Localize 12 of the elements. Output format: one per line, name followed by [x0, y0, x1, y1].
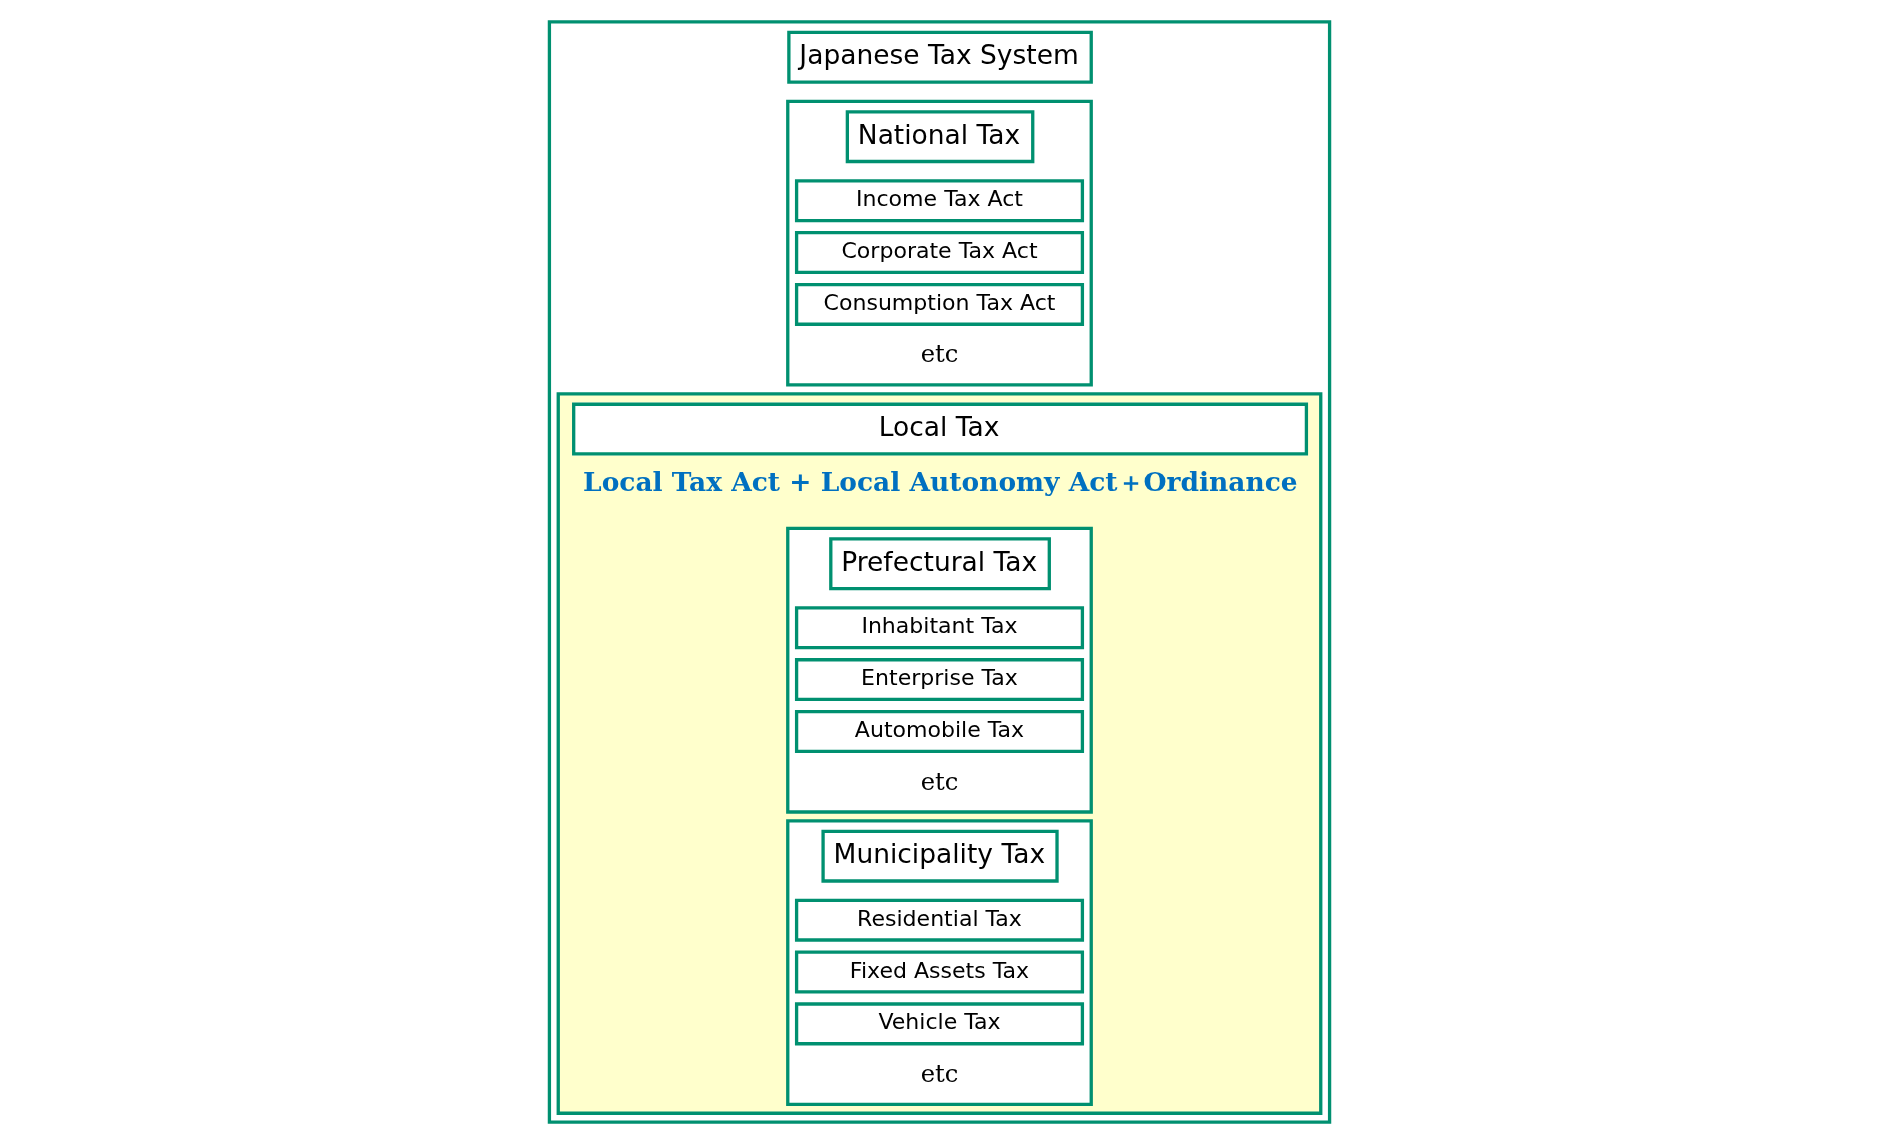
node-box: Fixed Assets Tax — [794, 950, 1084, 994]
node-box: Corporate Tax Act — [794, 231, 1084, 275]
node-box: Consumption Tax Act — [794, 282, 1084, 326]
node-label: etc — [920, 1058, 958, 1088]
node-box: Vehicle Tax — [794, 1002, 1084, 1046]
node-box: Inhabitant Tax — [794, 606, 1084, 650]
node-label: etc — [920, 766, 958, 796]
node-label: etc — [920, 339, 958, 369]
node-box: Enterprise Tax — [794, 658, 1084, 702]
node-box: Automobile Tax — [794, 709, 1084, 753]
node-box: Income Tax Act — [794, 179, 1084, 223]
node-box: Residential Tax — [794, 898, 1084, 942]
